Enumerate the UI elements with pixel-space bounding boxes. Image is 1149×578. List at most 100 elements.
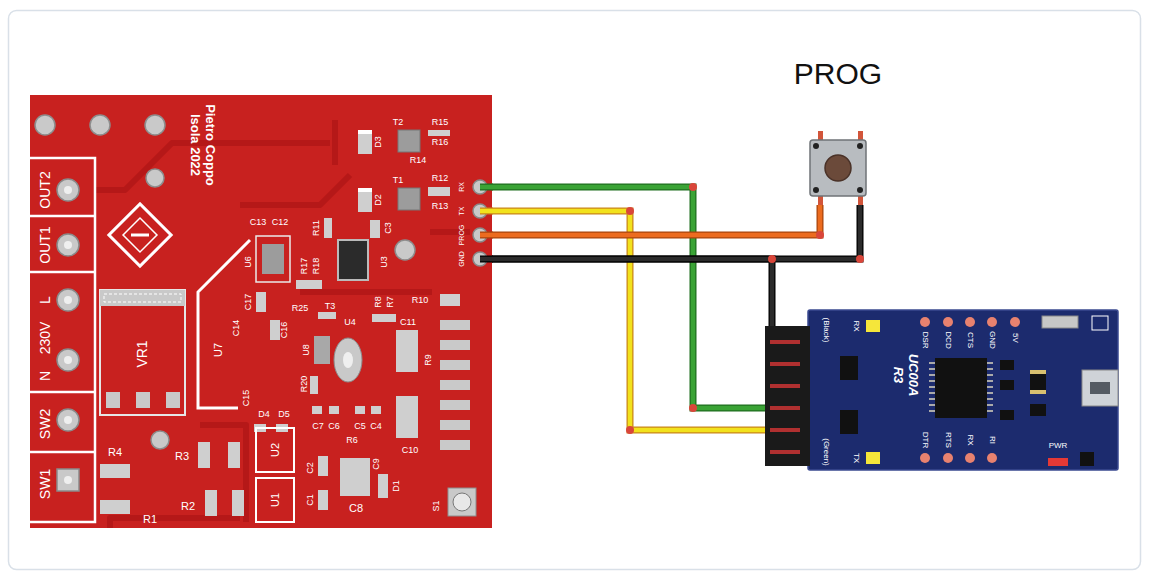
through-hole-pad <box>35 115 415 449</box>
terminal-hole <box>64 186 72 484</box>
copper-trace <box>110 518 240 528</box>
breakout-pad <box>943 317 953 327</box>
part-label: R14 <box>410 155 427 165</box>
breakout-pad <box>920 317 930 327</box>
smd-pad <box>324 218 332 238</box>
frame <box>9 11 1141 570</box>
part-label: T3 <box>325 301 336 311</box>
smd-pad <box>318 490 328 510</box>
terminal-hole <box>64 476 72 484</box>
smd-pad <box>262 244 284 274</box>
relay-pad <box>440 380 470 390</box>
copper-trace <box>332 120 338 165</box>
isolation-logo <box>131 234 149 237</box>
button-corner <box>813 143 863 193</box>
wire-core <box>492 259 772 326</box>
button-corner <box>857 187 863 193</box>
module-outline <box>198 240 250 408</box>
part-label: C10 <box>402 445 419 455</box>
pcb-artwork <box>30 95 492 528</box>
smd-component <box>1030 370 1046 394</box>
part-label: T2 <box>393 117 404 127</box>
part-label: R20 <box>299 376 309 393</box>
wire-bend <box>689 404 697 412</box>
relay-pad <box>440 440 470 450</box>
breakout-pad <box>943 453 953 463</box>
part-label: C7 <box>312 421 324 431</box>
breakout-pad <box>987 453 997 463</box>
relay-pad <box>440 360 470 370</box>
wire-bend <box>856 255 864 263</box>
wire-bend <box>816 231 824 239</box>
smd-pad <box>318 312 336 319</box>
varistor-footprint <box>166 392 180 408</box>
part-label: R25 <box>292 303 309 313</box>
relay-pad <box>440 320 470 330</box>
isolation-logo <box>123 218 157 252</box>
wire-bend <box>626 426 634 434</box>
part-label: U4 <box>344 317 356 327</box>
smd-component <box>840 410 858 434</box>
adapter-pin-label: DSR <box>920 332 929 349</box>
wire <box>492 255 776 326</box>
wire-stub <box>480 232 493 239</box>
wire-stub <box>480 185 493 190</box>
adapter-pin-label: RI <box>987 436 996 444</box>
diode-band <box>358 130 372 134</box>
transistor-body <box>398 130 420 210</box>
part-label: U7 <box>212 343 225 357</box>
regulator-footprint <box>334 338 362 382</box>
smd-pad <box>228 442 240 468</box>
smd-pad <box>358 188 372 212</box>
wire <box>492 205 824 239</box>
terminal-hole <box>64 186 72 194</box>
button-corner <box>857 143 863 149</box>
part-label: C6 <box>328 421 340 431</box>
smd-pad <box>256 292 266 312</box>
wire-outline <box>492 259 772 326</box>
terminal-label: SW1 <box>37 469 53 499</box>
author-credit: Pietro Coppo Isola 2022 <box>187 101 217 189</box>
smd-pad <box>296 280 322 289</box>
adapter-pin-label: (Black) <box>821 318 830 343</box>
smd-pad <box>396 396 418 438</box>
through-hole-pad <box>35 115 55 135</box>
wire-core <box>492 211 765 430</box>
part-label: S1 <box>431 500 441 511</box>
through-hole-pad <box>151 431 169 449</box>
terminal-pad <box>57 289 79 311</box>
reset-button-footprint <box>448 488 476 516</box>
header-pin-label: TX <box>458 207 466 216</box>
header-pin-label: RX <box>458 182 466 192</box>
adapter-pin-label: DTR <box>920 432 929 448</box>
wire-stub <box>480 208 493 215</box>
through-hole-pad <box>395 240 415 260</box>
regulator-footprint <box>334 338 362 382</box>
usb-chip <box>935 358 987 418</box>
smd-pad <box>314 336 330 364</box>
diode-band <box>358 188 372 192</box>
ic-outline <box>256 236 290 282</box>
board-name: UC00A R3 <box>890 350 920 400</box>
smd-pad <box>355 406 365 414</box>
terminal-label: OUT1 <box>37 226 53 263</box>
wire-bend <box>768 255 776 263</box>
copper-trace <box>240 175 350 205</box>
part-label: C13 <box>250 217 267 227</box>
chip-pin <box>987 362 993 416</box>
breakout-pad <box>987 317 997 327</box>
part-label: U8 <box>301 344 311 356</box>
smd-pad <box>428 187 450 196</box>
adapter-pin-label: (Green) <box>821 438 830 466</box>
part-label: D3 <box>373 136 383 148</box>
ic-outline <box>256 428 294 472</box>
through-hole-pad <box>146 169 164 187</box>
part-label: R8 <box>373 296 383 308</box>
button-corner <box>813 143 819 149</box>
part-label: D5 <box>278 409 290 419</box>
part-label: R18 <box>311 258 321 275</box>
part-label: R2 <box>181 500 195 513</box>
part-label: R4 <box>108 446 122 459</box>
